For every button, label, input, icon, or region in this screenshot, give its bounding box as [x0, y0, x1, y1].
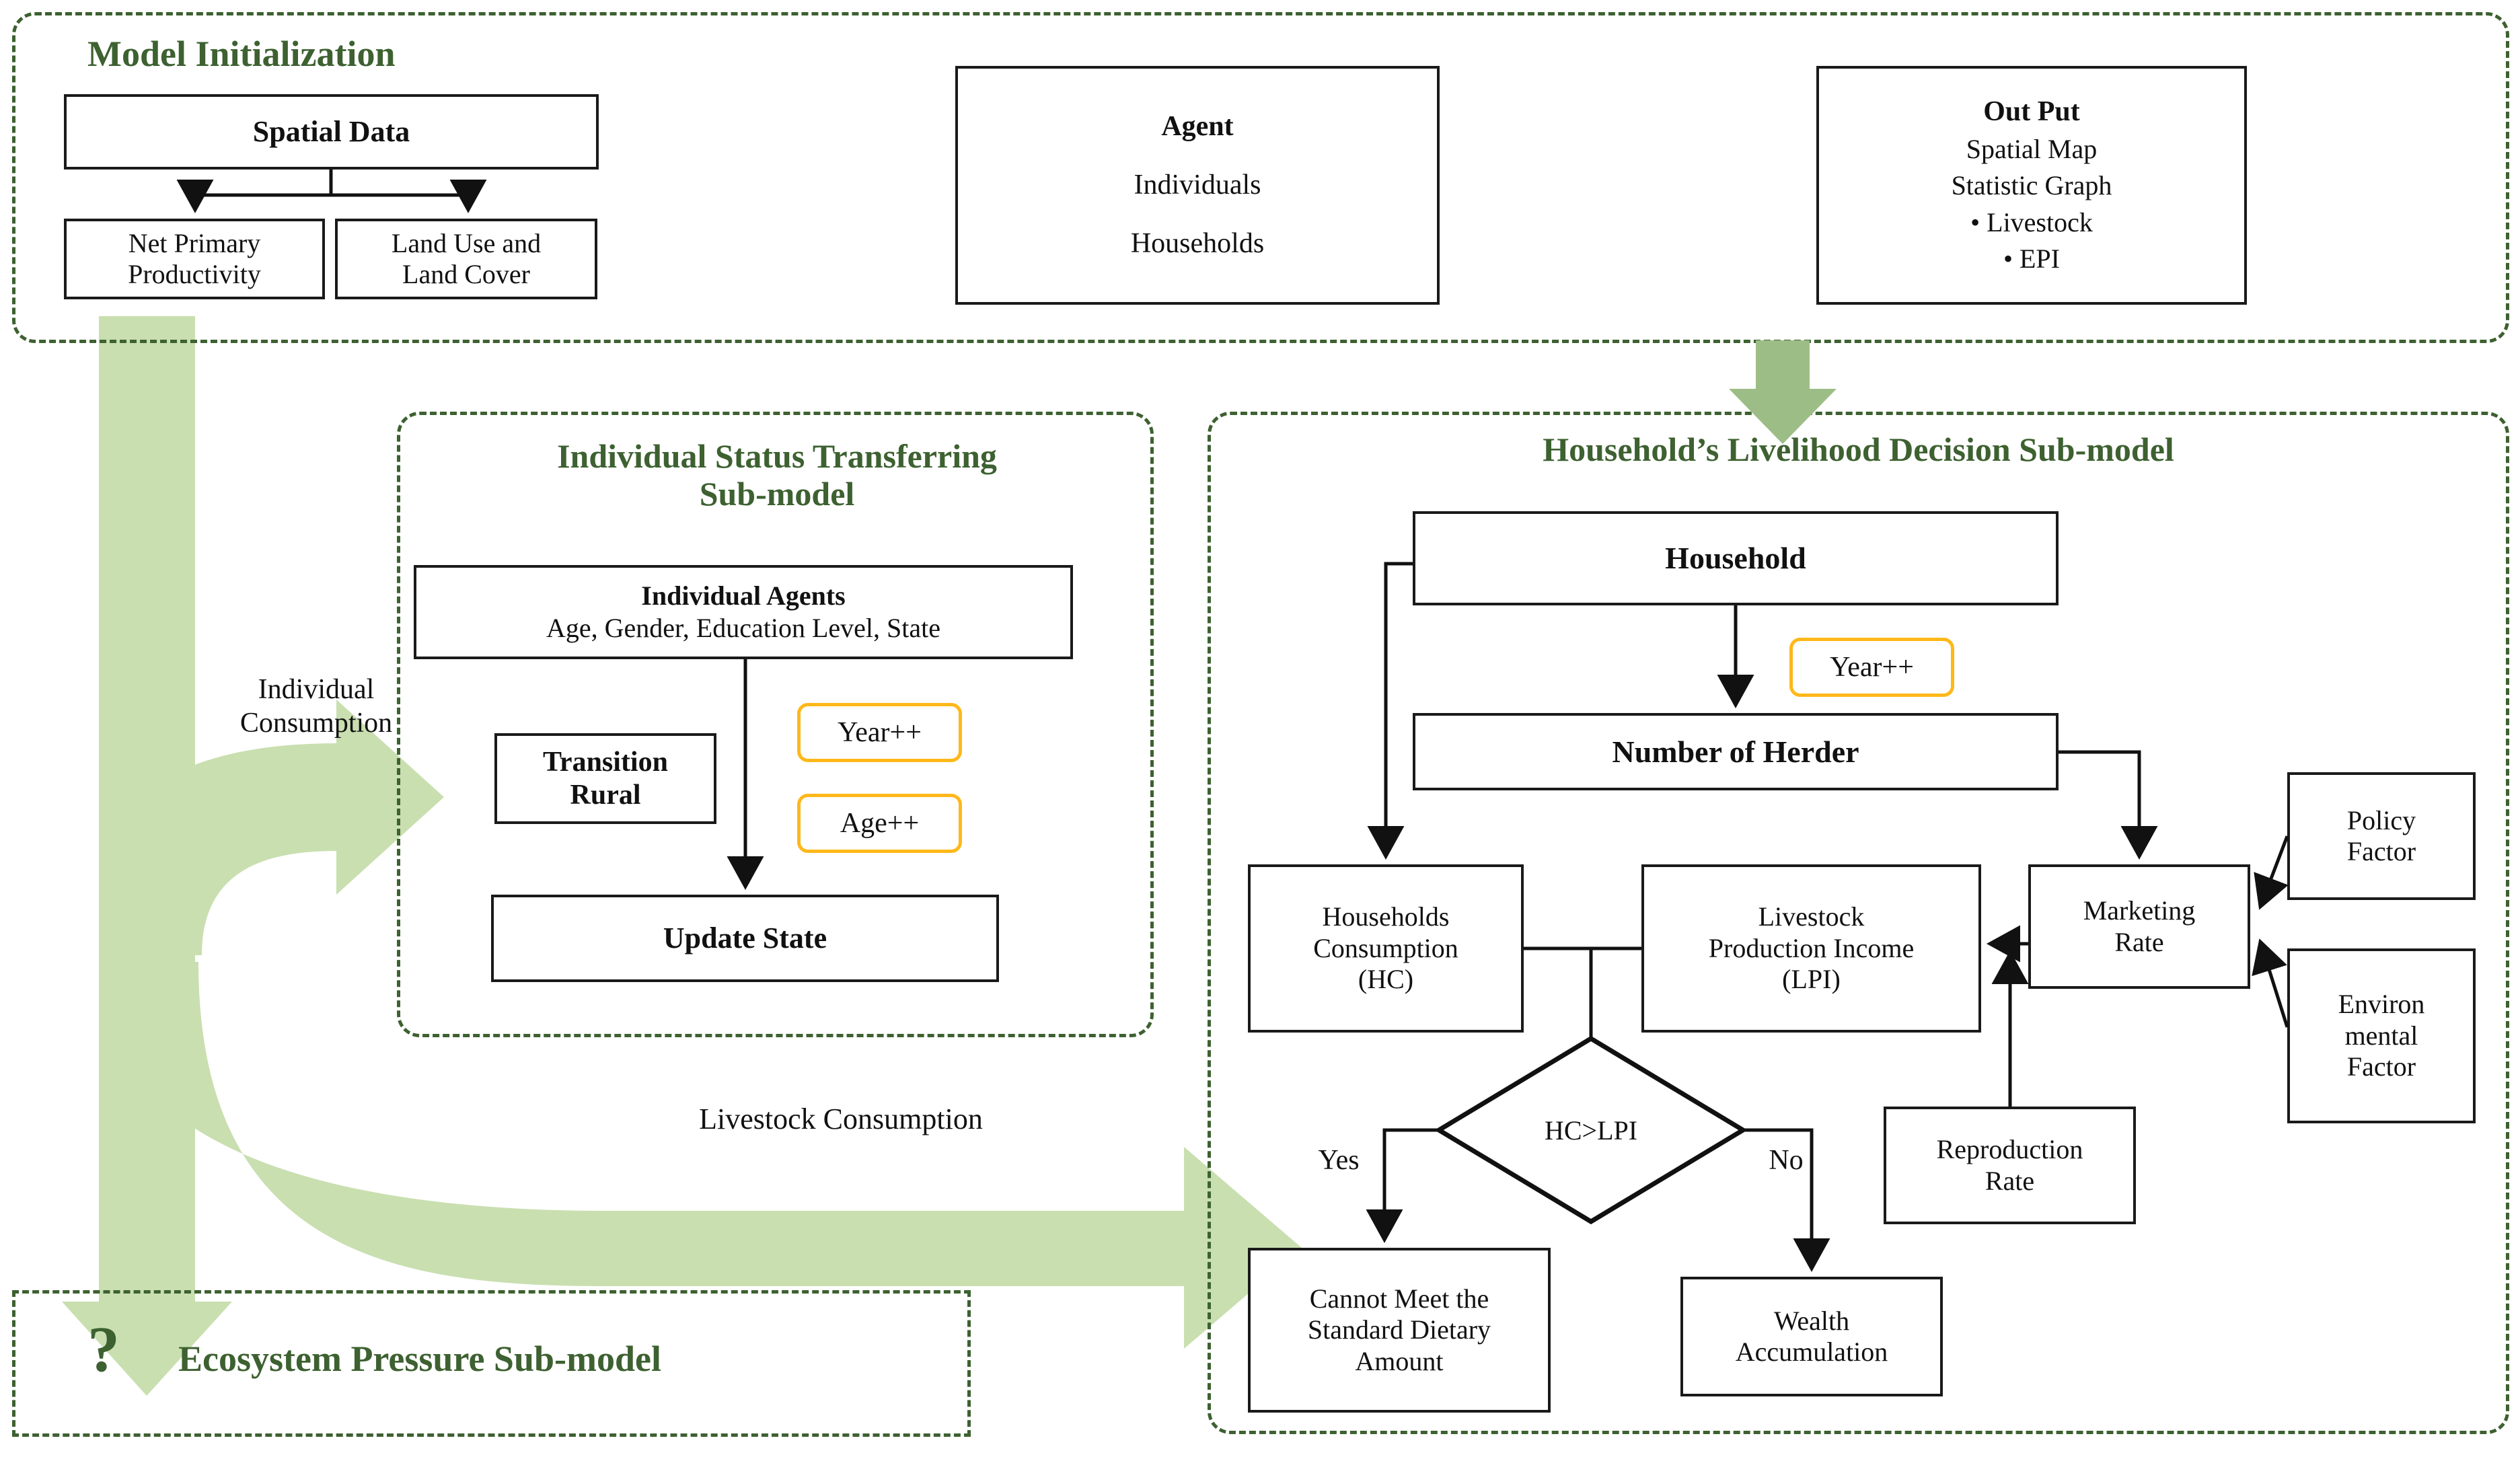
output-box[interactable]: Out Put Spatial Map Statistic Graph • Li… [1816, 66, 2247, 305]
update-state-box[interactable]: Update State [491, 895, 999, 982]
individual-status-title-line2: Sub-model [699, 475, 855, 513]
output-bullet-livestock: • Livestock [1970, 207, 2093, 237]
ecosystem-pressure-arrow [62, 316, 232, 1396]
no-edge-label: No [1769, 1145, 1804, 1176]
number-of-herder-box[interactable]: Number of Herder [1413, 713, 2059, 790]
marketing-rate-box[interactable]: Marketing Rate [2028, 864, 2250, 989]
output-line-spatial-map: Spatial Map [1966, 134, 2098, 165]
environmental-factor-box[interactable]: Environ mental Factor [2287, 948, 2476, 1123]
household-box[interactable]: Household [1413, 511, 2059, 605]
model-initialization-title: Model Initialization [87, 34, 396, 74]
wealth-accumulation-box[interactable]: Wealth Accumulation [1680, 1277, 1943, 1396]
agent-item-households: Households [1130, 227, 1265, 259]
agent-title: Agent [1161, 111, 1234, 143]
household-livelihood-container [1208, 412, 2509, 1434]
policy-factor-box[interactable]: Policy Factor [2287, 772, 2476, 900]
year-increment-badge-left[interactable]: Year++ [797, 703, 962, 762]
ecosystem-pressure-container [12, 1290, 971, 1437]
individual-agents-title: Individual Agents [641, 580, 846, 611]
land-use-land-cover-box[interactable]: Land Use and Land Cover [335, 219, 597, 299]
yes-edge-label: Yes [1318, 1145, 1360, 1176]
individual-agents-box[interactable]: Individual Agents Age, Gender, Education… [414, 565, 1073, 659]
model-initialization-container [12, 12, 2509, 343]
individual-status-title: Individual Status Transferring Sub-model [410, 437, 1144, 513]
output-title: Out Put [1983, 96, 2080, 128]
individual-consumption-label: Individual Consumption [239, 674, 393, 739]
spatial-data-box[interactable]: Spatial Data [64, 94, 599, 170]
transition-rural-box[interactable]: Transition Rural [494, 733, 716, 824]
year-increment-badge-right[interactable]: Year++ [1789, 638, 1954, 697]
age-increment-badge-left[interactable]: Age++ [797, 794, 962, 853]
livestock-production-income-box[interactable]: Livestock Production Income (LPI) [1641, 864, 1981, 1033]
net-primary-productivity-box[interactable]: Net Primary Productivity [64, 219, 325, 299]
individual-agents-attributes: Age, Gender, Education Level, State [546, 613, 940, 643]
household-livelihood-title: Household’s Livelihood Decision Sub-mode… [1543, 431, 2174, 468]
agent-box[interactable]: Agent Individuals Households [955, 66, 1440, 305]
reproduction-rate-box[interactable]: Reproduction Rate [1884, 1107, 2136, 1224]
livestock-consumption-label: Livestock Consumption [699, 1102, 983, 1135]
agent-item-individuals: Individuals [1134, 170, 1261, 201]
question-mark-icon: ? [87, 1313, 120, 1385]
individual-status-container [397, 412, 1154, 1037]
cannot-meet-dietary-box[interactable]: Cannot Meet the Standard Dietary Amount [1248, 1248, 1551, 1413]
ecosystem-pressure-title: Ecosystem Pressure Sub-model [178, 1339, 661, 1379]
individual-status-title-line1: Individual Status Transferring [557, 437, 997, 475]
hc-gt-lpi-label: HC>LPI [1544, 1115, 1638, 1146]
output-line-statistic-graph: Statistic Graph [1951, 170, 2112, 201]
output-bullet-epi: • EPI [2003, 244, 2060, 274]
hc-gt-lpi-decision[interactable]: HC>LPI [1434, 1035, 1748, 1225]
households-consumption-box[interactable]: Households Consumption (HC) [1248, 864, 1524, 1033]
